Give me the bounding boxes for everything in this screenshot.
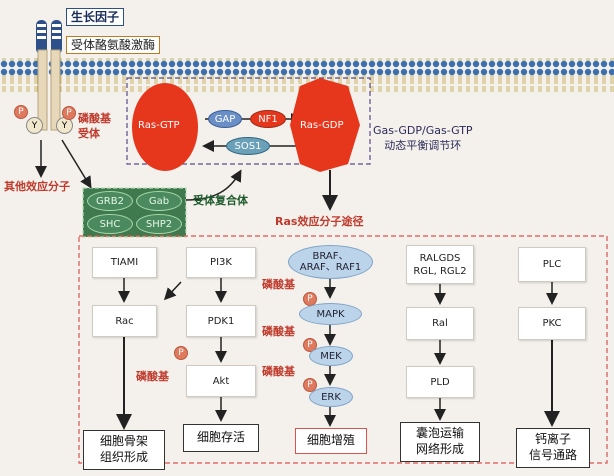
- gap-node: GAP: [208, 110, 242, 128]
- raf-node: BRAF、 ARAF、RAF1: [288, 245, 373, 279]
- sos1-node: SOS1: [226, 137, 270, 155]
- grb2-node: GRB2: [87, 191, 133, 211]
- pkc-node: PKC: [518, 307, 586, 340]
- receptor-tyrosine-kinase-label: 受体酪氨酸激酶: [66, 36, 161, 54]
- nf1-node: NF1: [250, 110, 286, 128]
- outcome-survival: 细胞存活: [183, 424, 259, 452]
- phosphate-icon-erk: P: [303, 378, 317, 392]
- receptor-complex-label: 受体复合体: [193, 194, 248, 207]
- gdp-gtp-cycle-label: Gas-GDP/Gas-GTP 动态平衡调节环: [373, 124, 473, 152]
- phosphate-raf-label: 磷酸基: [262, 278, 295, 291]
- arrow-pi3k-rac: [163, 281, 182, 301]
- outcome-proliferation: 细胞增殖: [295, 428, 367, 454]
- other-effectors-label: 其他效应分子: [4, 180, 70, 193]
- mek-node: MEK: [309, 346, 353, 366]
- mapk-node: MAPK: [299, 303, 362, 325]
- growth-factor-label: 生长因子: [66, 8, 125, 26]
- receptor-icon: [36, 20, 62, 131]
- phosphate-mek-label: 磷酸基: [262, 365, 295, 378]
- outcome-vesicle: 囊泡运输 网络形成: [400, 422, 480, 462]
- arrow-complex-to-sos: [185, 169, 242, 201]
- shp2-node: SHP2: [136, 214, 182, 234]
- rac-node: Rac: [92, 305, 157, 337]
- outcome-cytoskeleton: 细胞骨架 组织形成: [83, 430, 165, 470]
- outcome-calcium: 钙离子 信号通路: [516, 428, 590, 468]
- plc-node: PLC: [518, 247, 586, 282]
- phosphate-receptor-label: 磷酸基 受体: [78, 112, 111, 140]
- phosphate-icon-akt: P: [174, 346, 188, 360]
- akt-node: Akt: [186, 365, 256, 397]
- pld-node: PLD: [406, 366, 474, 398]
- erk-node: ERK: [309, 387, 353, 407]
- ras-gdp-label: Ras-GDP: [300, 120, 344, 131]
- ras-gdp-shape: [290, 78, 360, 172]
- ral-node: Ral: [406, 307, 474, 340]
- phosphate-icon-left: P: [14, 105, 28, 119]
- ras-gtp-label: Ras-GTP: [138, 120, 180, 131]
- ras-cycle-region: [126, 77, 371, 165]
- ralgds-node: RALGDS RGL, RGL2: [406, 245, 474, 284]
- ras-gtp-shape: [132, 83, 198, 171]
- phosphate-akt-label: 磷酸基: [136, 370, 169, 383]
- tyrosine-left: Y: [26, 117, 43, 134]
- gab-node: Gab: [136, 191, 182, 211]
- ras-effector-path-label: Ras效应分子途径: [275, 215, 364, 228]
- effector-pathway-region: [78, 235, 608, 464]
- phosphate-mapk-label: 磷酸基: [262, 325, 295, 338]
- pdk1-node: PDK1: [186, 305, 256, 337]
- tiam1-node: TIAMI: [92, 247, 157, 278]
- pi3k-node: PI3K: [186, 247, 256, 278]
- phosphate-icon-right: P: [62, 106, 76, 120]
- shc-node: SHC: [87, 214, 133, 234]
- arrow-to-complex: [61, 139, 92, 189]
